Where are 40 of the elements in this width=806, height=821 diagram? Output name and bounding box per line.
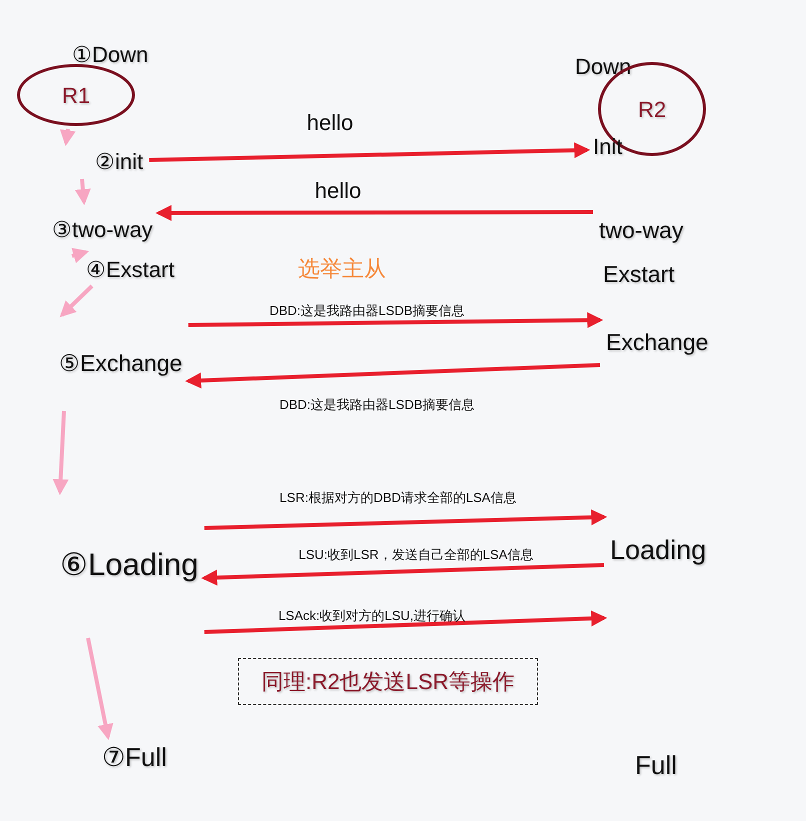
edge-label: LSR:根据对方的DBD请求全部的LSA信息	[280, 489, 516, 507]
arrow	[204, 610, 608, 634]
state-label: ⑥Loading	[60, 546, 198, 584]
arrow	[74, 178, 91, 206]
arrow	[156, 204, 593, 221]
edge-label: DBD:这是我路由器LSDB摘要信息	[269, 302, 465, 320]
state-label: Loading	[610, 534, 706, 567]
state-label: Full	[635, 748, 677, 782]
arrow	[185, 363, 600, 388]
arrow	[52, 410, 69, 496]
edge-label: hello	[306, 109, 354, 137]
arrow	[201, 563, 604, 586]
edge-label: hello	[314, 177, 362, 205]
state-label: Down	[575, 53, 632, 81]
router-ellipse	[17, 64, 135, 126]
arrow	[149, 142, 590, 162]
state-label: ⑦Full	[102, 740, 167, 774]
state-label: ⑤Exchange	[59, 348, 182, 378]
arrow	[204, 509, 608, 530]
state-label: Exchange	[606, 328, 708, 358]
edge-label: DBD:这是我路由器LSDB摘要信息	[279, 396, 475, 414]
arrow	[60, 128, 76, 146]
state-label: ③two-way	[52, 216, 153, 244]
edge-label: LSU:收到LSR，发送自己全部的LSA信息	[298, 546, 534, 564]
arrow	[188, 312, 604, 328]
router-label: R1	[62, 82, 90, 110]
state-label: Init	[593, 132, 622, 160]
state-label: two-way	[599, 216, 684, 245]
state-label: Exstart	[603, 260, 675, 289]
annotation-text: 选举主从	[298, 255, 386, 283]
state-label: ④Exstart	[86, 256, 174, 284]
note-text: 同理:R2也发送LSR等操作	[261, 668, 515, 696]
arrow	[60, 284, 94, 318]
note-box	[238, 658, 538, 705]
edge-label: LSAck:收到对方的LSU,进行确认	[278, 607, 466, 625]
arrow	[71, 248, 90, 264]
router-label: R2	[638, 96, 666, 124]
arrow	[86, 638, 114, 740]
state-label: ②init	[95, 148, 144, 176]
state-label: ①Down	[72, 41, 148, 69]
